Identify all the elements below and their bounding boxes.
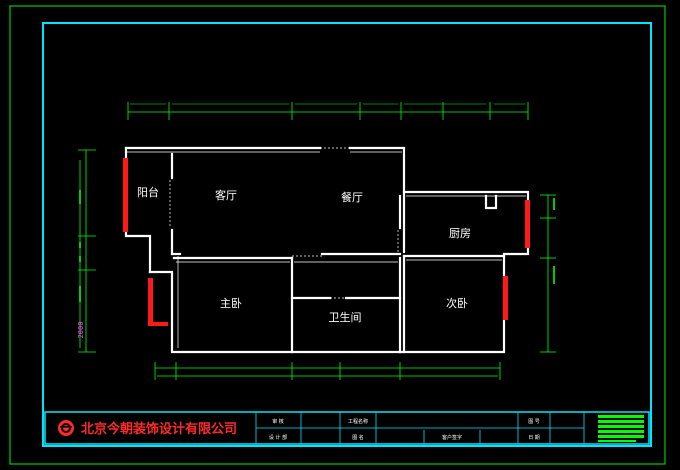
- tb-project-name: 工程名称: [348, 418, 368, 425]
- room-label-dining-room: 餐厅: [341, 190, 363, 204]
- second-bedroom-window: [503, 276, 508, 320]
- left-dimension-value: 2000: [77, 322, 85, 339]
- room-label-bathroom: 卫生间: [329, 310, 362, 324]
- room-label-balcony: 阳台: [137, 185, 159, 199]
- walls: [124, 146, 530, 354]
- room-label-living-room: 客厅: [215, 188, 237, 202]
- windows: [123, 158, 530, 326]
- company-name: 北京今朝装饰设计有限公司: [81, 421, 237, 437]
- top-dimension-line: [127, 102, 529, 120]
- kitchen-window: [525, 200, 530, 248]
- room-label-second-bedroom: 次卧: [446, 296, 468, 310]
- balcony-window: [123, 158, 128, 232]
- master-bedroom-window: [148, 278, 153, 326]
- bottom-dimension-line: [154, 362, 501, 380]
- outer-frame: [9, 5, 666, 465]
- tb-date: 日 期: [528, 435, 540, 441]
- master-bedroom-window-sill: [148, 322, 168, 326]
- tb-customer-signature: 客户签字: [442, 434, 462, 441]
- inner-frame: [42, 22, 652, 447]
- right-dimension-line: [540, 194, 556, 353]
- room-label-master-bedroom: 主卧: [220, 297, 242, 310]
- tb-review: 审 核: [272, 418, 284, 425]
- tb-drawing-name: 图 名: [352, 434, 364, 441]
- title-block: [44, 411, 650, 445]
- room-label-kitchen: 厨房: [449, 227, 471, 240]
- tb-designer-dept: 设 计 部: [269, 434, 287, 441]
- wall-thin-lines: [126, 147, 526, 348]
- company-logo-icon: [58, 420, 74, 436]
- tb-drawing-number: 图 号: [528, 419, 540, 425]
